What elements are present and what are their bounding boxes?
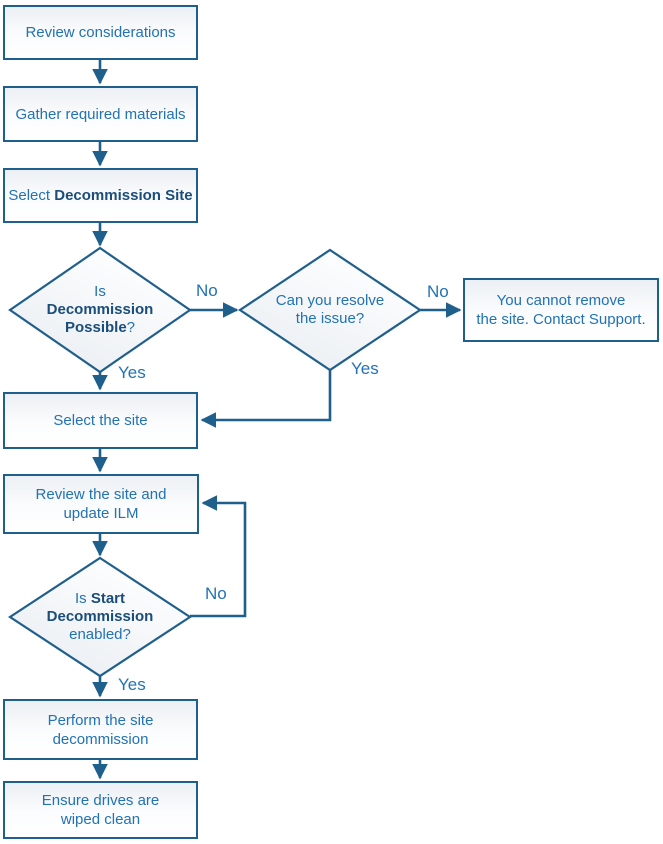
decision-label: Can you resolve the issue? <box>275 292 385 327</box>
edge-decision2-yes-to-select-site <box>200 370 332 428</box>
node-label: Review considerations <box>25 24 176 41</box>
edge-label-decision2-no: No <box>427 282 449 301</box>
diamond-shape <box>238 248 422 372</box>
node-review-considerations: Review considerations <box>3 5 198 60</box>
node-select-the-site: Select the site <box>3 392 198 449</box>
node-gather-required-materials: Gather required materials <box>3 86 198 142</box>
edge-label-decision2-yes: Yes <box>351 359 379 378</box>
decision-is-decommission-possible: Is Decommission Possible? <box>8 246 192 374</box>
node-label: Select the site <box>53 412 148 429</box>
node-label: Gather required materials <box>15 105 186 123</box>
edge-label-decision3-no: No <box>205 584 227 603</box>
edge-label-decision3-yes: Yes <box>118 675 146 694</box>
decision-is-start-decommission-enabled: Is Start Decommission enabled? <box>8 556 192 678</box>
decision-label: Is Start Decommission enabled? <box>46 590 154 643</box>
edge-label-decision1-yes: Yes <box>118 363 146 382</box>
decision-can-you-resolve-issue: Can you resolve the issue? <box>238 248 422 372</box>
decision-label: Is Decommission Possible? <box>46 283 154 336</box>
node-label: Select Decommission Site <box>8 187 193 204</box>
diamond-shape <box>8 246 192 374</box>
edge-label-decision1-no: No <box>196 281 218 300</box>
diamond-shape <box>8 556 192 678</box>
node-select-decommission-site: Select Decommission Site <box>3 168 198 223</box>
